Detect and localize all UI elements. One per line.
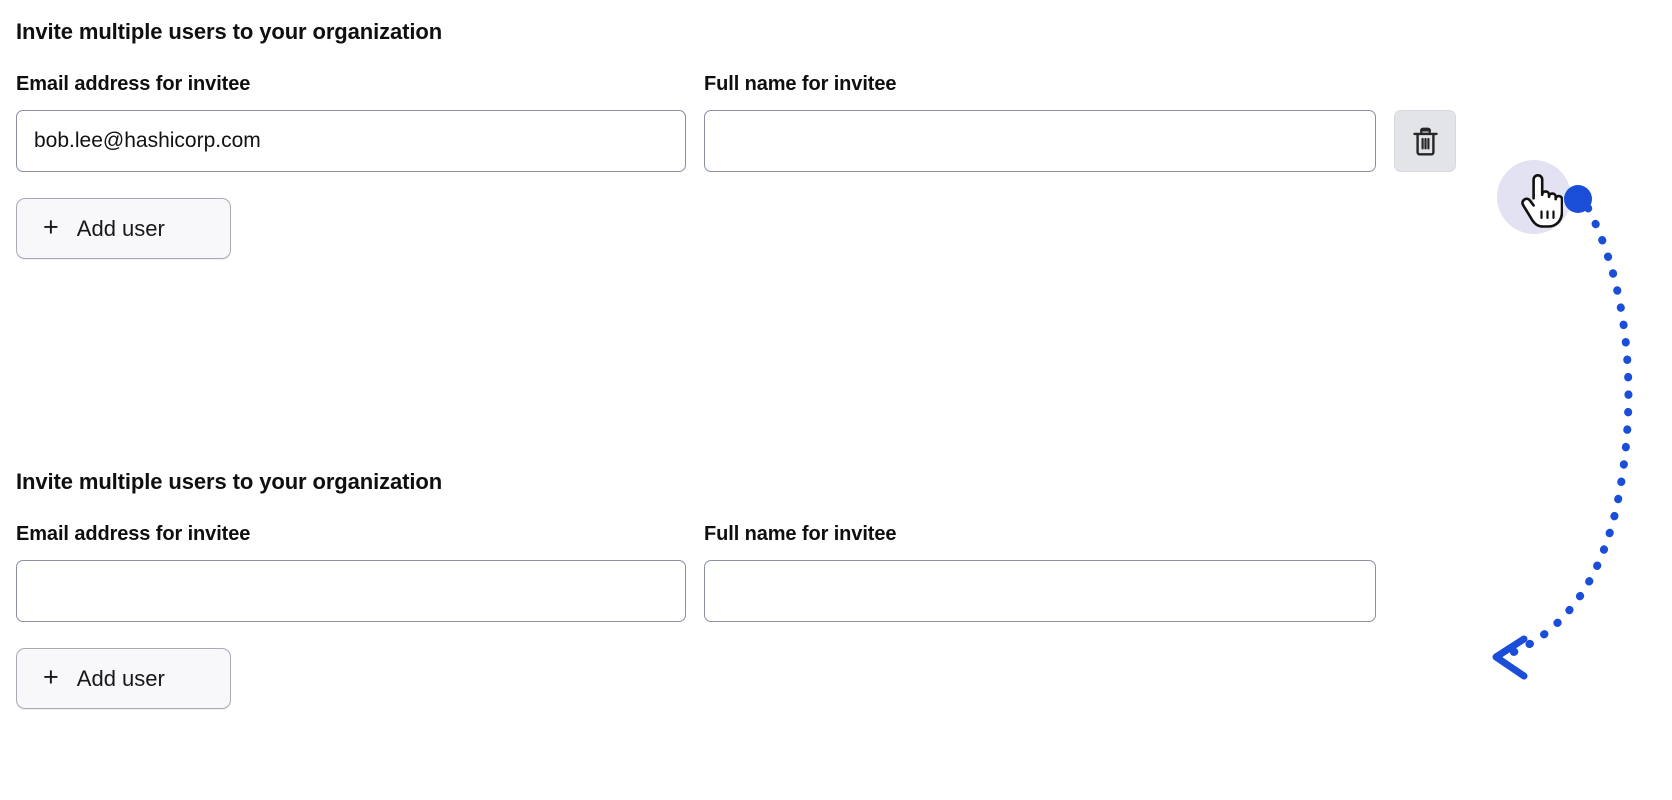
add-user-button-label: Add user: [76, 215, 165, 241]
fullname-field-label: Full name for invitee: [704, 73, 897, 95]
invitee-row-2: Email address for invitee Full name for …: [16, 522, 1556, 622]
email-field-label-2: Email address for invitee: [16, 523, 251, 545]
email-field-group: Email address for invitee: [16, 72, 686, 172]
page-title: Invite multiple users to your organizati…: [16, 19, 443, 44]
plus-icon-2: +: [43, 662, 59, 692]
email-input[interactable]: [16, 110, 686, 172]
add-user-button-label-2: Add user: [76, 665, 165, 691]
invite-block-2: Invite multiple users to your organizati…: [16, 468, 1556, 709]
click-dot-marker: [1564, 185, 1592, 213]
add-user-button-2[interactable]: + Add user: [16, 648, 231, 709]
page-title-2: Invite multiple users to your organizati…: [16, 469, 443, 494]
email-field-label: Email address for invitee: [16, 73, 251, 95]
trash-icon: [1412, 127, 1439, 156]
email-input-2[interactable]: [16, 560, 686, 622]
fullname-input[interactable]: [704, 110, 1376, 172]
fullname-field-group: Full name for invitee: [704, 72, 1376, 172]
fullname-field-group-2: Full name for invitee: [704, 522, 1376, 622]
fullname-field-label-2: Full name for invitee: [704, 523, 897, 545]
invite-block-1: Invite multiple users to your organizati…: [16, 18, 1556, 259]
invitee-row-1: Email address for invitee Full name for …: [16, 72, 1556, 172]
add-user-button-1[interactable]: + Add user: [16, 198, 231, 259]
delete-invitee-button[interactable]: [1394, 110, 1456, 172]
plus-icon: +: [43, 212, 59, 242]
fullname-input-2[interactable]: [704, 560, 1376, 622]
email-field-group-2: Email address for invitee: [16, 522, 686, 622]
